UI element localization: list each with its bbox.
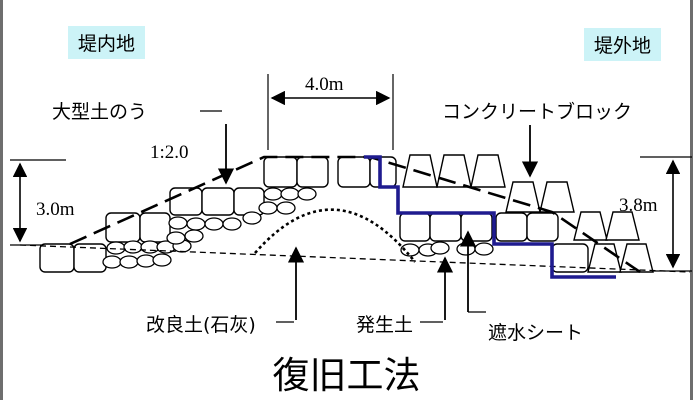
concrete-block [573,211,608,241]
outside-land-tag: 堤外地 [584,28,662,61]
sandbag [399,212,431,242]
concrete-block [470,154,506,188]
left-border [0,0,3,400]
sandbag [429,212,462,242]
concrete-block [505,181,541,213]
sandbag [369,156,397,188]
sandbag [139,212,171,243]
waterproof-sheet-label: 遮水シート [488,322,584,344]
sandbag [39,243,75,273]
slope-label: 1:2.0 [150,142,189,163]
sandbag [105,212,141,243]
sandbag [169,187,203,216]
inside-land-tag: 堤内地 [68,26,146,59]
concrete-block-label: コンクリートブロック [442,101,633,123]
generated-soil-label: 発生土 [356,314,414,336]
sandbag [495,212,528,242]
sandbag [337,156,371,188]
concrete-block [619,243,654,273]
right-border [690,0,693,400]
sandbag-group [39,156,589,273]
sandbag [526,212,559,242]
diagram-title: 復旧工法 [272,354,421,397]
sandbag [296,156,329,188]
left-height-label: 3.0m [36,199,75,220]
improved-soil-arc [254,208,417,263]
crest-width-label: 4.0m [305,74,344,95]
waterproof-sheet-line [364,155,616,279]
right-height-label: 3.8m [619,195,658,216]
large-sandbag-label: 大型土のう [52,101,148,123]
improved-soil-label: 改良土(石灰) [146,314,256,336]
concrete-block [587,243,622,273]
concrete-block [539,181,575,213]
ground-line [19,244,691,273]
sandbag [263,156,298,188]
concrete-block [605,211,640,241]
sandbag [201,187,235,216]
sandbag [460,212,493,242]
concrete-blocks [402,154,654,273]
